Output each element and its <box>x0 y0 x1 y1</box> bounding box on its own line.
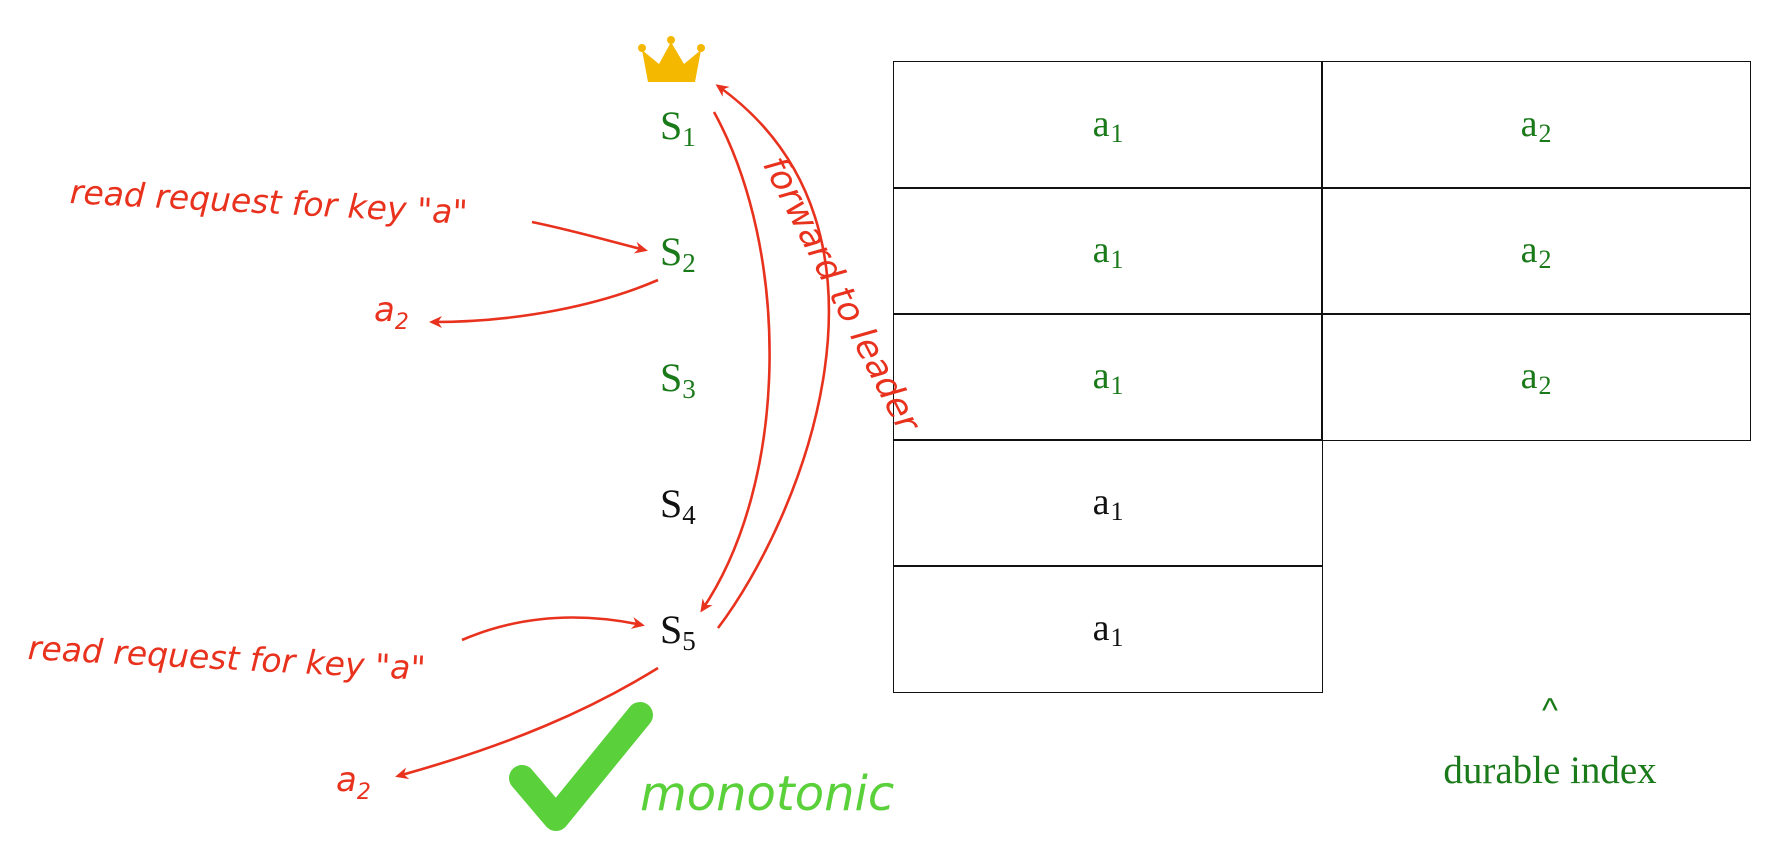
response-label-1: a2 <box>374 290 409 335</box>
request-arrow-s2 <box>531 220 648 254</box>
log-entry: a2 <box>1520 228 1552 274</box>
log-entry: a1 <box>1092 102 1124 148</box>
log-cell-s2-2: a2 <box>1321 187 1751 315</box>
log-cell-s1-2: a2 <box>1321 61 1751 189</box>
return-arrow-s1-to-s5 <box>700 111 771 613</box>
log-entry: a1 <box>1092 606 1124 652</box>
log-entry: a2 <box>1520 102 1552 148</box>
log-cell-s3-2: a2 <box>1321 313 1751 441</box>
log-cell-s1-1: a1 <box>893 61 1323 189</box>
server-label-s3: S3 <box>660 355 696 404</box>
log-cell-s2-1: a1 <box>893 187 1323 315</box>
check-icon <box>509 702 653 831</box>
server-label-s1: S1 <box>660 103 696 152</box>
server-label-s2: S2 <box>660 229 696 278</box>
server-label-s4: S4 <box>660 481 696 530</box>
server-label-s5: S5 <box>660 607 696 656</box>
monotonic-label: monotonic <box>640 766 895 822</box>
log-cell-s3-1: a1 <box>893 313 1323 441</box>
response-arrow-s2 <box>429 278 659 328</box>
log-cell-s4-1: a1 <box>893 439 1323 567</box>
log-entry: a1 <box>1092 354 1124 400</box>
log-entry: a1 <box>1092 480 1124 526</box>
request-arrow-s5 <box>461 616 645 642</box>
crown-icon <box>638 36 705 82</box>
log-entry: a1 <box>1092 228 1124 274</box>
response-arrow-s5 <box>395 666 659 780</box>
durable-index-caret: ^ <box>1542 692 1558 730</box>
response-label-2: a2 <box>336 760 371 805</box>
log-cell-s5-1: a1 <box>893 565 1323 693</box>
durable-index-label: durable index <box>1443 749 1657 792</box>
forward-arrow-s5-to-s1 <box>715 84 831 629</box>
log-entry: a2 <box>1520 354 1552 400</box>
